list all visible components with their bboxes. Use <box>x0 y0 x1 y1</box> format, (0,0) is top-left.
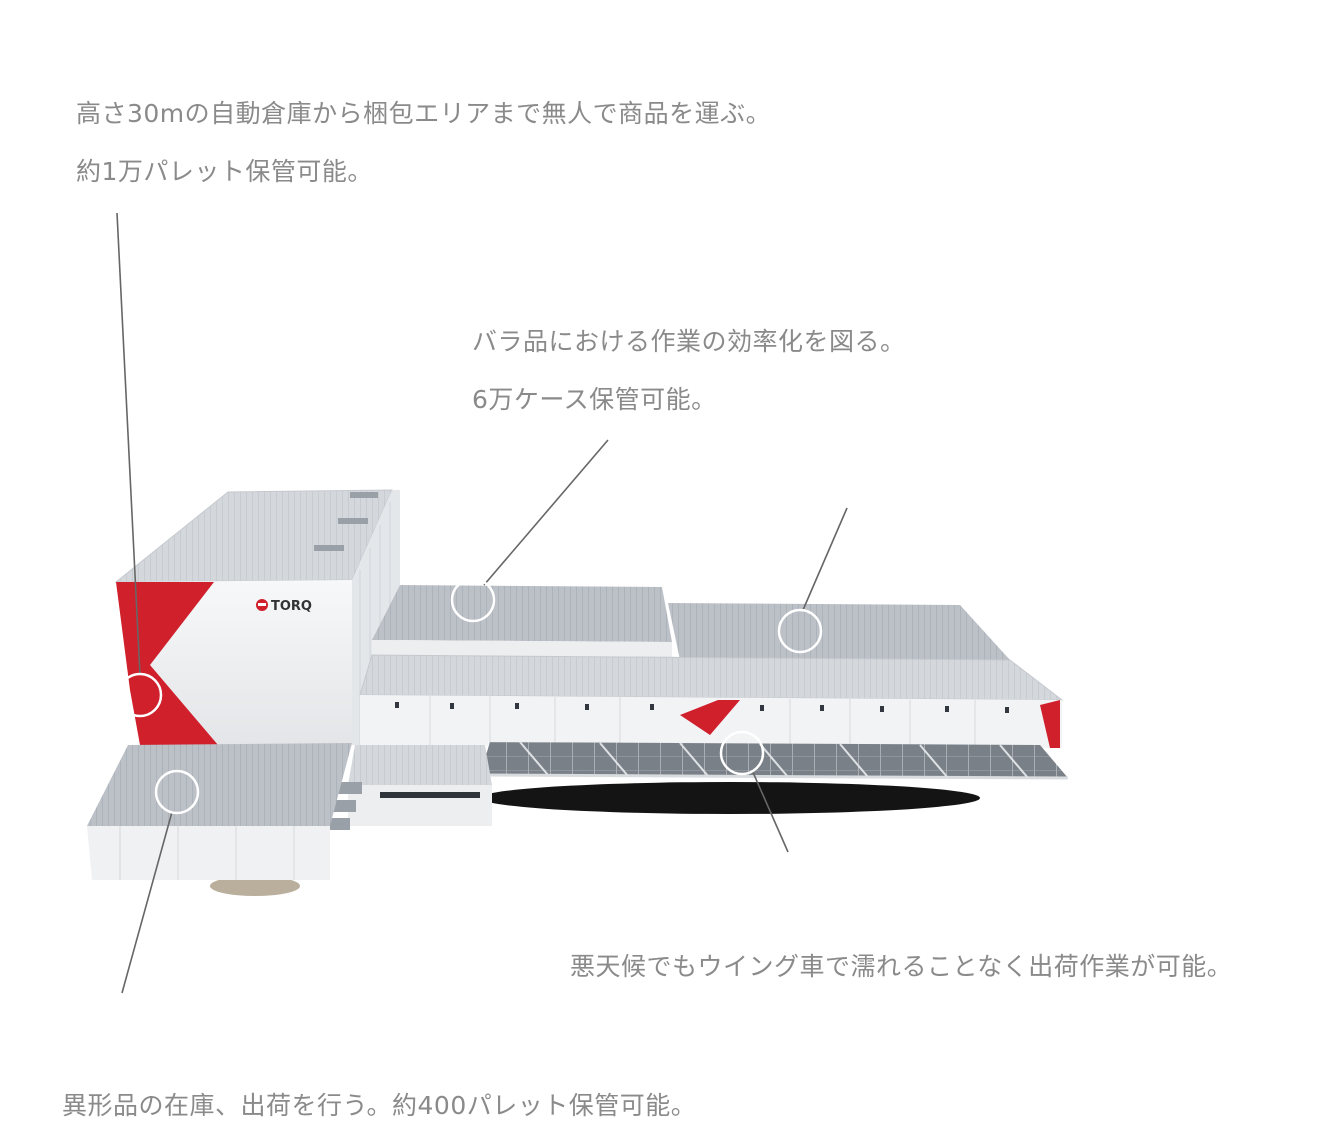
caption-case-area: バラ品における作業の効率化を図る。 6万ケース保管可能。 <box>472 313 906 429</box>
case-storage-block <box>372 585 672 660</box>
caption-line: 悪天候でもウイング車で濡れることなく出荷作業が可能。 <box>570 952 1233 981</box>
brand-label: TORQ <box>271 599 312 614</box>
marker-case-area <box>450 577 496 623</box>
callout-markers <box>117 577 823 815</box>
marker-canopy <box>719 730 765 776</box>
caption-line: 6万ケース保管可能。 <box>472 385 717 414</box>
wing-truck-canopy <box>479 741 1069 780</box>
caption-line: 異形品の在庫、出荷を行う。約400パレット保管可能。 <box>62 1091 697 1120</box>
connector-block <box>324 745 492 830</box>
automated-warehouse-tower: TORQ <box>114 489 400 748</box>
caption-line: 高さ30mの自動倉庫から梱包エリアまで無人で商品を運ぶ。 <box>76 99 772 128</box>
marker-right-storage <box>777 608 823 654</box>
caption-automated-warehouse: 高さ30mの自動倉庫から梱包エリアまで無人で商品を運ぶ。 約1万パレット保管可能… <box>76 85 771 201</box>
caption-wing-truck-canopy: 悪天候でもウイング車で濡れることなく出荷作業が可能。 <box>570 938 1232 996</box>
caption-line: 約1万パレット保管可能。 <box>76 157 373 186</box>
callout-leaders <box>116 212 848 994</box>
irregular-items-annex <box>87 743 352 880</box>
marker-irregular-items <box>154 769 200 815</box>
right-storage-block <box>668 603 1010 660</box>
ground-shadow <box>210 782 980 896</box>
long-shipping-building <box>359 654 1064 748</box>
marker-automated-warehouse <box>117 672 163 718</box>
caption-line: バラ品における作業の効率化を図る。 <box>472 327 906 356</box>
caption-irregular-items: 異形品の在庫、出荷を行う。約400パレット保管可能。 <box>62 1077 696 1135</box>
torq-logo-icon: TORQ <box>256 599 312 614</box>
